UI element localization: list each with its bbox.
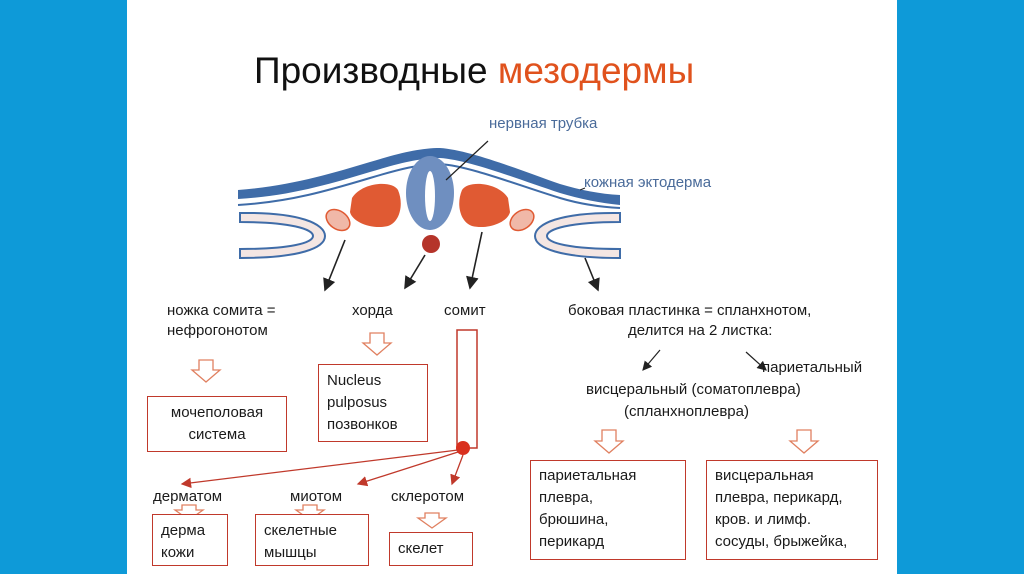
visceral-pleura-line-3: кров. и лимф.: [715, 511, 812, 528]
somite-stalk-line-2: нефрогонотом: [167, 322, 268, 339]
parietal-pleura-box: париетальная плевра, брюшина, перикард: [530, 460, 686, 560]
visceral-pleura-line-2: плевра, перикард,: [715, 489, 843, 506]
nucleus-line-1: Nucleus: [327, 372, 382, 389]
dermis-box: дерма кожи: [152, 514, 228, 566]
visceral-pleura-line-1: висцеральная: [715, 467, 814, 484]
skeleton-line-1: скелет: [398, 540, 444, 557]
lateral-plate-label: боковая пластинка = спланхнотом, делится…: [568, 301, 811, 341]
parietal-sheet-label: париетальный: [762, 359, 863, 376]
myotome-label: миотом: [290, 488, 343, 505]
dermis-line-1: дерма: [161, 522, 206, 539]
arrow-myotome: [356, 451, 459, 487]
neural-tube-label: нервная трубка: [489, 115, 598, 132]
ectoderm-pointer: [579, 187, 586, 191]
dermis-line-2: кожи: [161, 544, 195, 561]
somite-left: [350, 183, 401, 228]
lateral-plate-left: [239, 211, 327, 260]
arrow-to-lateral: [584, 257, 600, 292]
muscles-line-1: скелетные: [264, 522, 337, 539]
somite-stem: [456, 329, 478, 449]
nucleus-line-3: позвонков: [327, 416, 398, 433]
visceral-sheet-label: висцеральный (соматоплевра): [586, 381, 801, 398]
parietal-pleura-line-3: брюшина,: [539, 511, 609, 528]
skin-ectoderm-label: кожная эктодерма: [584, 174, 712, 191]
visceral-pleura-line-4: сосуды, брыжейка,: [715, 533, 848, 550]
arrow-to-chorda: [404, 254, 426, 290]
somite-label: сомит: [444, 302, 486, 319]
chorda-label: хорда: [352, 302, 393, 319]
arrow-sclerotome: [450, 454, 464, 486]
chorda-dot: [422, 235, 440, 253]
nephrotome-left: [325, 208, 351, 232]
lateral-plate-line-2: делится на 2 листка:: [628, 322, 773, 339]
dermatome-label: дерматом: [153, 488, 223, 505]
arrow-to-stalk: [323, 239, 346, 292]
hollow-arrow-sclerotome: [415, 512, 449, 529]
nephrotome-right: [509, 208, 535, 232]
slide-title: Производные мезодермы: [254, 50, 694, 92]
splanchnopleura-label: (спланхноплевра): [624, 403, 749, 420]
urogenital-box: мочеполовая система: [147, 396, 287, 452]
hollow-arrow-parietal: [593, 429, 625, 454]
arrow-parietal: [745, 351, 767, 371]
lateral-plate-right: [533, 211, 621, 260]
nucleus-box: Nucleus pulposus позвонков: [318, 364, 428, 442]
nucleus-line-2: pulposus: [327, 394, 388, 411]
sclerotome-label: склеротом: [391, 488, 465, 505]
hollow-arrow-stalk: [190, 359, 222, 383]
arrow-to-somite: [466, 231, 483, 290]
hollow-arrow-visceral: [788, 429, 820, 454]
parietal-pleura-line-1: париетальная: [539, 467, 637, 484]
neural-canal: [425, 171, 435, 221]
parietal-pleura-line-4: перикард: [539, 533, 605, 550]
urogenital-line-1: мочеполовая: [170, 404, 264, 421]
somite-stalk-label: ножка сомита = нефрогонотом: [167, 301, 276, 341]
parietal-pleura-line-2: плевра,: [539, 489, 594, 506]
arrow-visceral: [642, 349, 661, 371]
title-main: Производные: [254, 50, 488, 91]
somite-stalk-line-1: ножка сомита =: [167, 302, 276, 319]
urogenital-line-2: система: [188, 426, 246, 443]
arrow-dermatome: [180, 449, 459, 489]
neural-tube-pointer: [445, 140, 489, 181]
muscles-line-2: мышцы: [264, 544, 317, 561]
visceral-pleura-box: висцеральная плевра, перикард, кров. и л…: [706, 460, 878, 560]
muscles-box: скелетные мышцы: [255, 514, 369, 566]
somite-right: [459, 183, 510, 228]
title-accent: мезодермы: [497, 50, 695, 91]
hollow-arrow-chorda: [361, 332, 393, 356]
somite-branch-point: [456, 441, 470, 455]
lateral-plate-line-1: боковая пластинка = спланхнотом,: [568, 302, 812, 319]
skeleton-box: скелет: [389, 532, 473, 566]
